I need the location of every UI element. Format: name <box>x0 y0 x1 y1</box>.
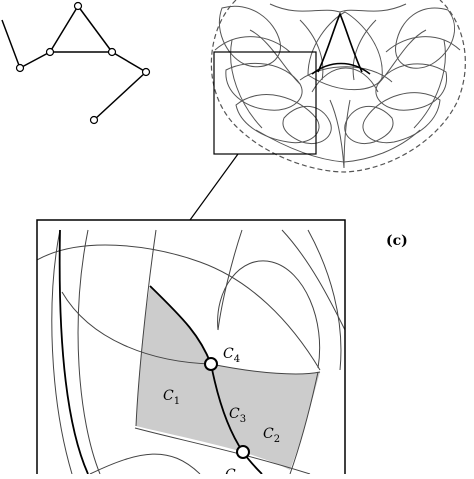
point-c5-marker <box>236 445 250 459</box>
zoom-connector <box>189 153 239 221</box>
zoom-box <box>213 51 317 155</box>
bold-curve <box>58 229 89 474</box>
linkage-joints <box>15 1 151 125</box>
linkage-mechanism <box>1 1 151 125</box>
curve-loops <box>214 3 461 169</box>
curve-cusp <box>311 62 371 75</box>
joint-node <box>73 1 83 11</box>
workspace-dashed-boundary <box>210 0 466 173</box>
zoom-frame <box>36 219 346 479</box>
joint-node <box>107 47 117 57</box>
joint-node <box>141 67 151 77</box>
label-c5: C <box>225 467 236 474</box>
label-c3: C3 <box>229 406 246 425</box>
coupler-curves <box>210 0 466 173</box>
point-c4-marker <box>204 357 218 371</box>
label-c1: C1 <box>163 388 180 407</box>
joint-node <box>15 63 25 73</box>
zoomed-panel: (c) C1 C2 C3 C4 C <box>36 219 408 479</box>
shaded-region <box>136 286 320 470</box>
label-c2: C2 <box>263 426 280 445</box>
joint-node <box>45 47 55 57</box>
label-c4: C4 <box>223 346 240 365</box>
panel-label: (c) <box>386 233 408 249</box>
boundary-curves <box>37 229 345 474</box>
bold-curve <box>149 285 212 365</box>
joint-node <box>89 115 99 125</box>
curve-cusp <box>317 11 363 73</box>
linkage-bars <box>1 5 147 121</box>
